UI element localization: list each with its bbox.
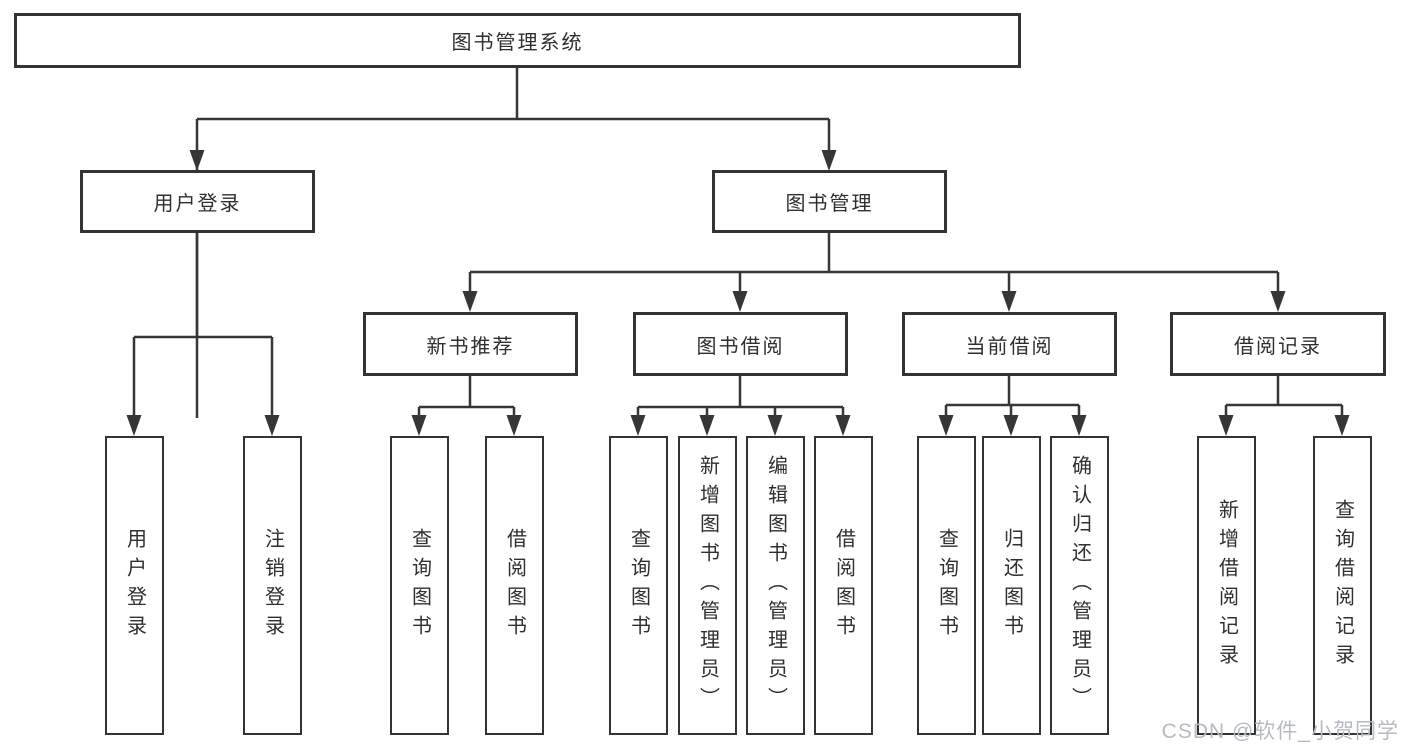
connector-user-login-children [132, 233, 274, 418]
connector-borrow-records-children [1224, 376, 1344, 418]
leaf-borrow-query-books: 查询图书 [609, 436, 668, 735]
leaf-recommend-borrow-books: 借阅图书 [485, 436, 544, 735]
leaf-logout: 注销登录 [243, 436, 302, 735]
arrowhead [264, 415, 280, 436]
node-book-borrow: 图书借阅 [633, 312, 848, 376]
node-current-borrow: 当前借阅 [902, 312, 1117, 376]
node-label: 图书借阅 [696, 335, 785, 358]
leaf-records-add-record: 新增借阅记录 [1197, 436, 1256, 735]
arrowhead [1270, 291, 1286, 312]
node-book-management: 图书管理 [712, 170, 947, 233]
leaf-label: 确认归还（管理员） [1068, 455, 1091, 716]
arrowhead [938, 415, 954, 436]
arrowhead [835, 415, 851, 436]
leaf-borrow-borrow-books: 借阅图书 [814, 436, 873, 735]
arrowhead [1003, 415, 1019, 436]
node-label: 图书管理 [785, 193, 874, 215]
leaf-label: 查询图书 [935, 527, 958, 644]
arrowhead [821, 150, 837, 171]
node-label: 借阅记录 [1234, 335, 1322, 358]
leaf-borrow-add-books-admin: 新增图书（管理员） [678, 436, 737, 735]
node-new-book-recommend: 新书推荐 [363, 312, 578, 376]
arrowhead [1071, 415, 1087, 436]
leaf-label: 归还图书 [1000, 527, 1023, 644]
arrowhead [411, 415, 427, 436]
leaf-label: 编辑图书（管理员） [764, 455, 787, 716]
leaf-records-query-record: 查询借阅记录 [1313, 436, 1372, 735]
leaf-label: 新增图书（管理员） [696, 455, 719, 716]
arrowhead [1218, 415, 1234, 436]
arrowhead [1001, 291, 1017, 312]
arrowhead [699, 415, 715, 436]
leaf-current-confirm-return-admin: 确认归还（管理员） [1050, 436, 1109, 735]
leaf-label: 借阅图书 [832, 527, 855, 644]
node-library-management-system: 图书管理系统 [14, 13, 1021, 68]
connector-current-borrow-children [944, 376, 1081, 418]
node-user-login: 用户登录 [80, 170, 315, 233]
leaf-label: 注销登录 [261, 527, 284, 644]
node-label: 当前借阅 [965, 335, 1054, 358]
leaf-label: 借阅图书 [503, 527, 526, 644]
leaf-current-return-books: 归还图书 [982, 436, 1041, 735]
arrowhead [126, 415, 142, 436]
node-label: 新书推荐 [426, 335, 515, 358]
arrowhead [189, 150, 205, 171]
arrowhead [462, 291, 478, 312]
connector-new-book-recommend-children [417, 376, 516, 418]
arrowhead [506, 415, 522, 436]
arrowhead [1334, 415, 1350, 436]
node-label: 用户登录 [153, 193, 242, 215]
connector-book-borrow-children [636, 376, 845, 418]
arrowhead [732, 291, 748, 312]
leaf-borrow-edit-books-admin: 编辑图书（管理员） [746, 436, 805, 735]
leaf-label: 查询借阅记录 [1331, 498, 1354, 673]
watermark: CSDN @软件_小贺同学 [1161, 720, 1399, 743]
arrowhead [767, 415, 783, 436]
node-label: 图书管理系统 [451, 32, 584, 54]
leaf-recommend-query-books: 查询图书 [390, 436, 449, 735]
leaf-label: 查询图书 [627, 527, 650, 644]
leaf-user-login: 用户登录 [105, 436, 164, 735]
connector-book-management-children [468, 233, 1280, 294]
leaf-label: 查询图书 [408, 527, 431, 644]
arrowhead [630, 415, 646, 436]
leaf-label: 用户登录 [123, 527, 146, 644]
node-borrow-records: 借阅记录 [1170, 312, 1386, 376]
leaf-current-query-books: 查询图书 [917, 436, 976, 735]
leaf-label: 新增借阅记录 [1215, 498, 1238, 673]
